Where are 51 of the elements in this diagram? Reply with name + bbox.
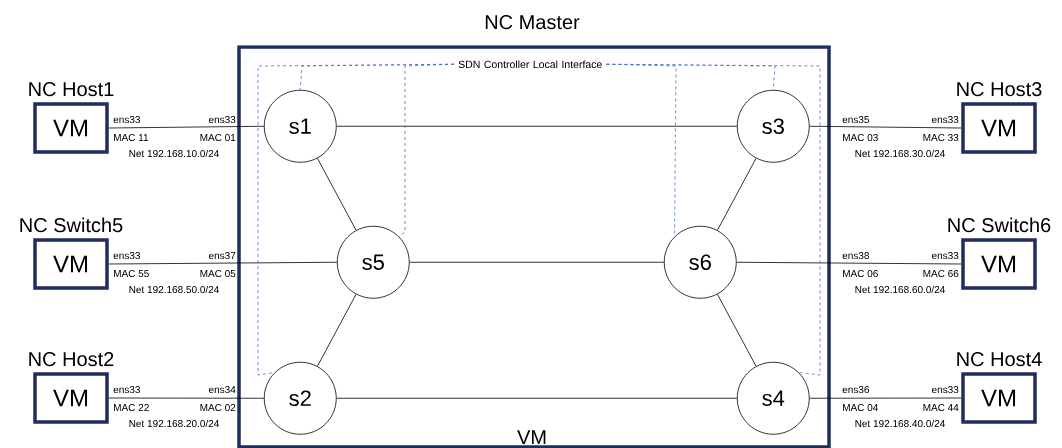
- node-label: NC Host2: [29, 352, 114, 367]
- controller-label: SDN Controller Local Interface: [458, 60, 602, 69]
- interface-label: MAC 04: [843, 404, 879, 412]
- interface-label: ens33: [113, 386, 140, 394]
- interface-label: MAC 44: [923, 404, 959, 412]
- interface-label: ens37: [209, 252, 236, 260]
- interface-label: MAC 11: [114, 134, 149, 142]
- node-label: NC Master: [485, 15, 580, 30]
- interface-label: ens33: [932, 116, 959, 124]
- interface-label: ens33: [113, 252, 140, 260]
- interface-label: MAC 02: [200, 404, 236, 412]
- interface-label: MAC 01: [200, 134, 236, 142]
- interface-label: MAC 05: [200, 270, 236, 278]
- interface-label: MAC 33: [923, 134, 959, 142]
- link-line: [108, 397, 265, 399]
- interface-label: MAC 55: [114, 270, 149, 278]
- network-label: Net 192.168.40.0/24: [855, 419, 945, 428]
- interface-label: ens38: [842, 252, 869, 260]
- link-line: [409, 261, 665, 263]
- link-line: [736, 261, 962, 265]
- vm-box: NC Host1 VM: [29, 82, 114, 154]
- network-label: Net 192.168.30.0/24: [855, 149, 945, 158]
- control-link: [606, 63, 821, 376]
- link-line: [717, 157, 757, 231]
- network-label: Net 192.168.60.0/24: [855, 285, 945, 294]
- network-label: Net 192.168.10.0/24: [129, 149, 219, 158]
- link-line: [336, 397, 738, 399]
- node-label: NC Switch5: [20, 217, 123, 233]
- network-label: Net 192.168.20.0/24: [129, 419, 219, 428]
- interface-label: MAC 06: [843, 270, 878, 278]
- network-label: Net 192.168.50.0/24: [129, 285, 219, 294]
- vm-box: NC Host2 VM: [29, 352, 114, 424]
- node-label: NC Host1: [29, 82, 114, 97]
- link-line: [809, 125, 962, 129]
- interface-label: ens33: [932, 386, 959, 394]
- node-label: NC Host4: [957, 352, 1042, 367]
- interface-label: ens33: [113, 116, 140, 124]
- link-line: [809, 397, 962, 399]
- interface-label: MAC 66: [923, 270, 959, 278]
- link-line: [317, 293, 357, 367]
- node-label: NC Host3: [957, 82, 1042, 97]
- link-line: [108, 261, 338, 265]
- control-link: [257, 63, 455, 376]
- interface-label: MAC 22: [114, 404, 149, 412]
- link-line: [317, 157, 357, 231]
- link-line: [336, 125, 738, 127]
- interface-label: ens33: [932, 252, 959, 260]
- link-line: [108, 125, 265, 129]
- interface-label: MAC 03: [843, 134, 878, 142]
- link-line: [717, 293, 757, 367]
- node-label: NC Switch6: [948, 217, 1051, 233]
